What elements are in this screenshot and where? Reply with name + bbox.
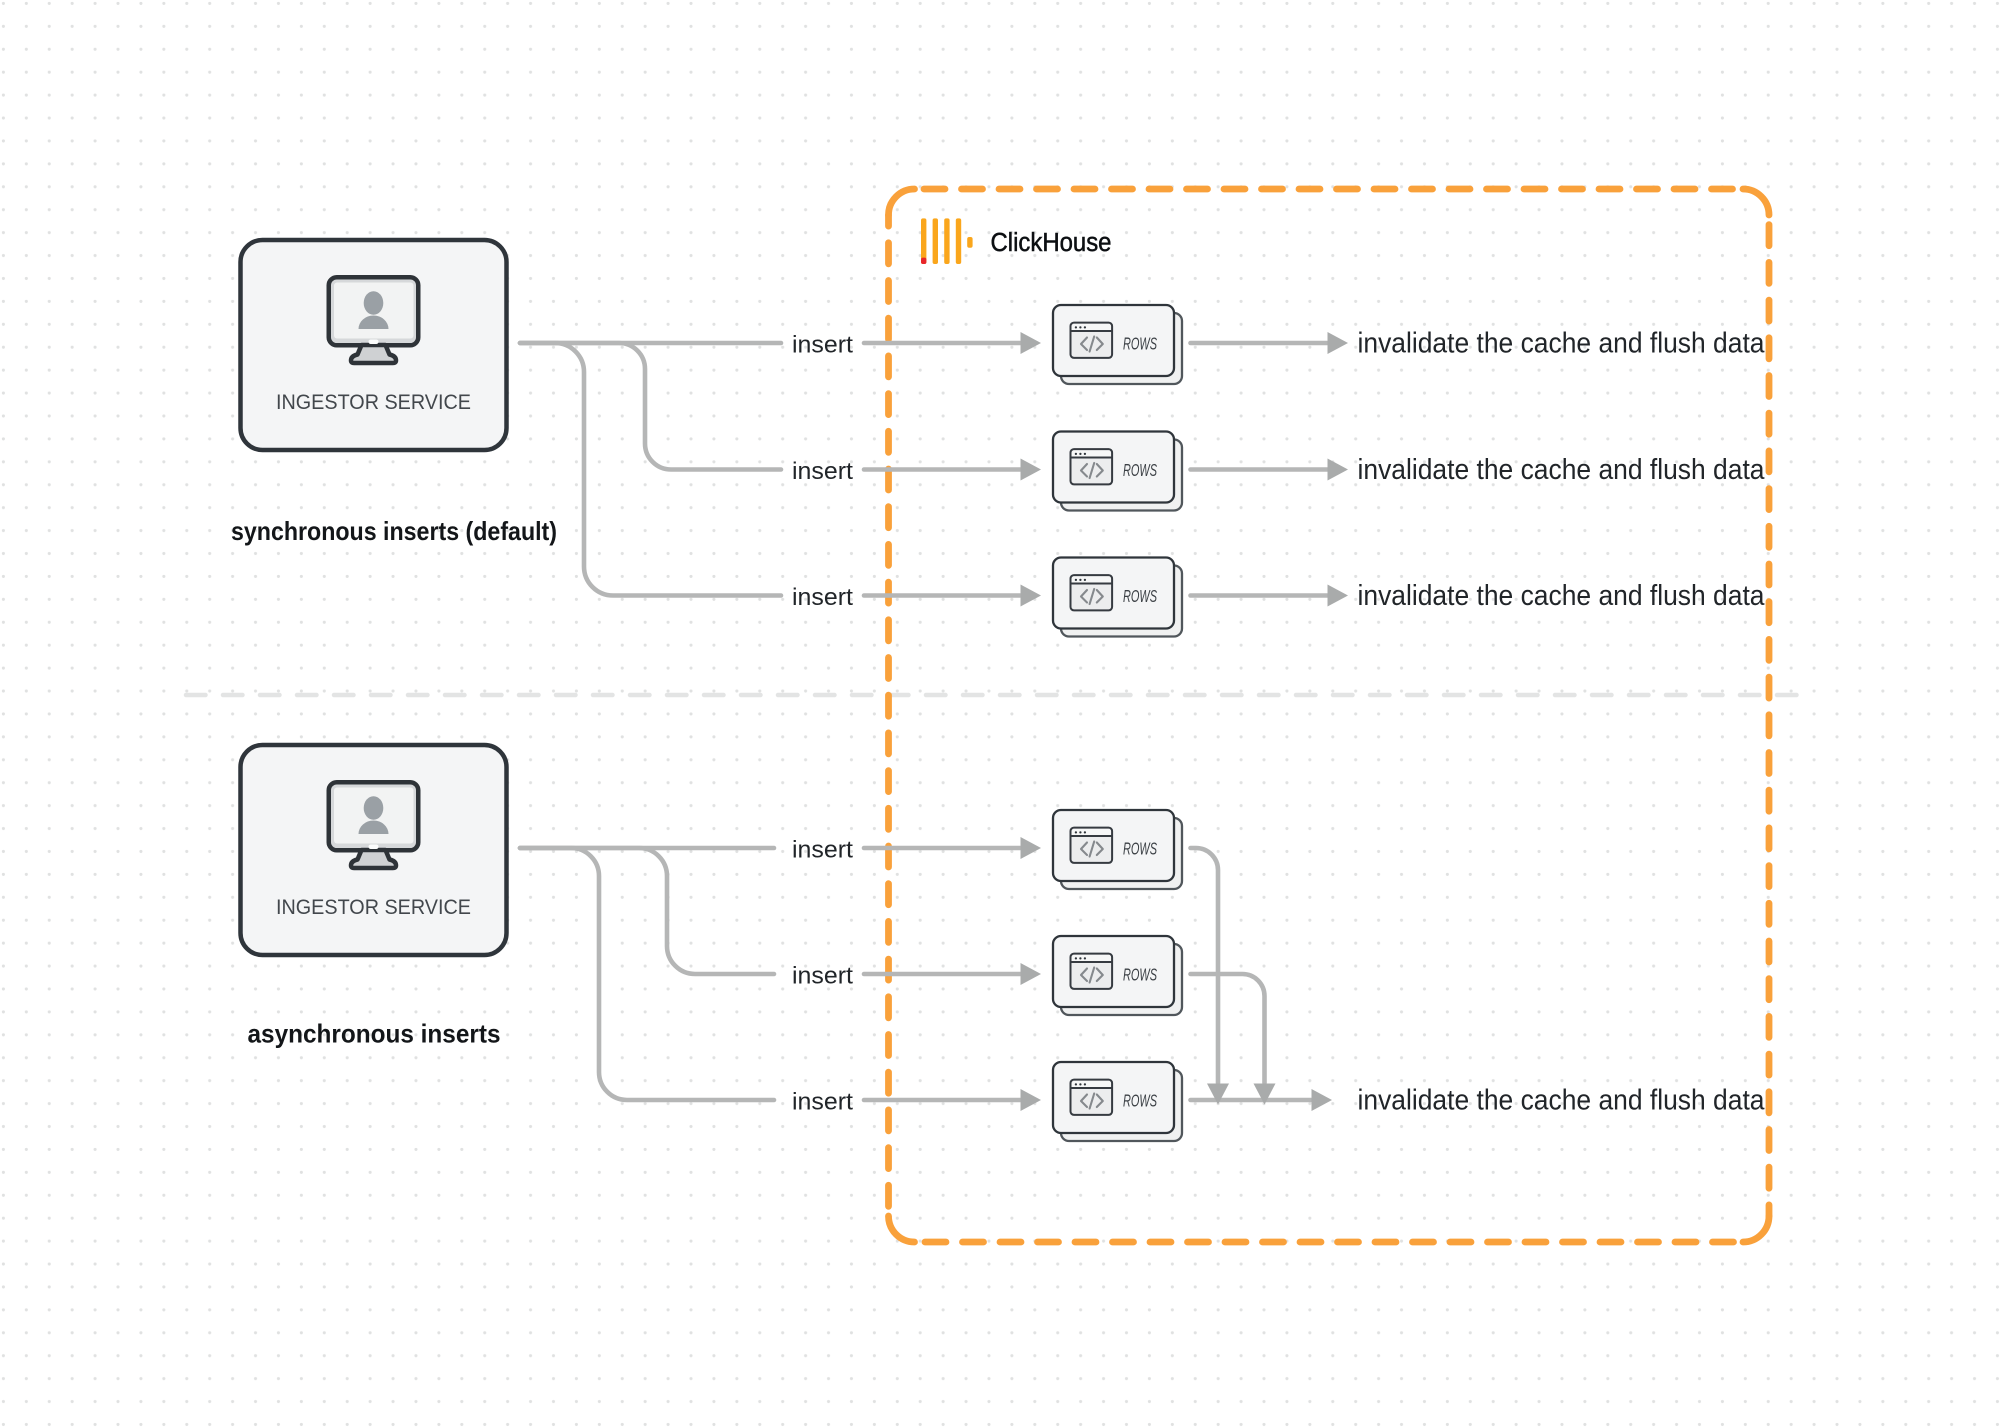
svg-text:synchronous inserts (default): synchronous inserts (default) bbox=[231, 516, 557, 546]
svg-text:ClickHouse: ClickHouse bbox=[991, 229, 1112, 257]
svg-text:invalidate the cache and flush: invalidate the cache and flush data bbox=[1358, 1085, 1765, 1117]
svg-text:asynchronous inserts: asynchronous inserts bbox=[248, 1019, 501, 1049]
